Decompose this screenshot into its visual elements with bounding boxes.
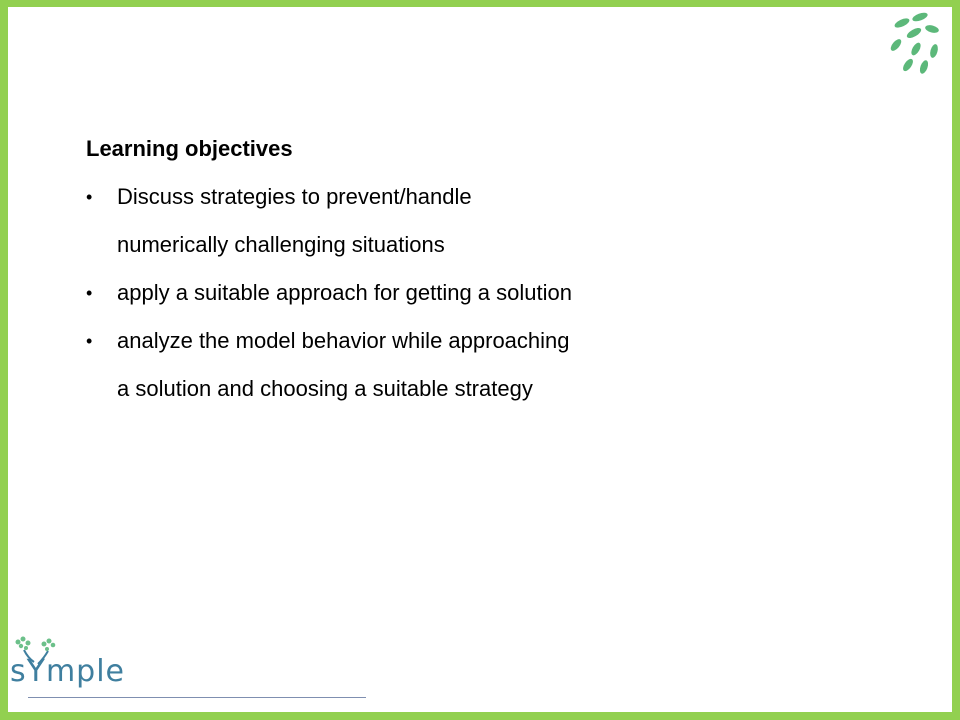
objectives-list: • Discuss strategies to prevent/handle n…: [86, 173, 786, 413]
objectives-heading: Learning objectives: [86, 136, 293, 161]
logo-wordmark: sYmple: [10, 654, 126, 689]
objective-text: apply a suitable approach for getting a …: [117, 280, 572, 305]
objective-item: • apply a suitable approach for getting …: [86, 269, 786, 317]
objective-text: Discuss strategies to prevent/handle: [117, 184, 472, 209]
bullet-marker: •: [86, 283, 93, 303]
objective-text: a solution and choosing a suitable strat…: [117, 376, 533, 401]
bullet-marker: •: [86, 331, 93, 351]
objective-item: • Discuss strategies to prevent/handle n…: [86, 173, 786, 269]
objective-text: numerically challenging situations: [117, 232, 445, 257]
logo-underline: [28, 697, 366, 698]
symple-logo: sYmple: [8, 632, 368, 712]
objective-text: analyze the model behavior while approac…: [117, 328, 570, 353]
objectives-section: Learning objectives • Discuss strategies…: [86, 125, 786, 413]
leaves-icon: [890, 12, 939, 74]
tree-logo-icon: [15, 636, 56, 665]
objective-item: • analyze the model behavior while appro…: [86, 317, 786, 413]
bullet-marker: •: [86, 187, 93, 207]
